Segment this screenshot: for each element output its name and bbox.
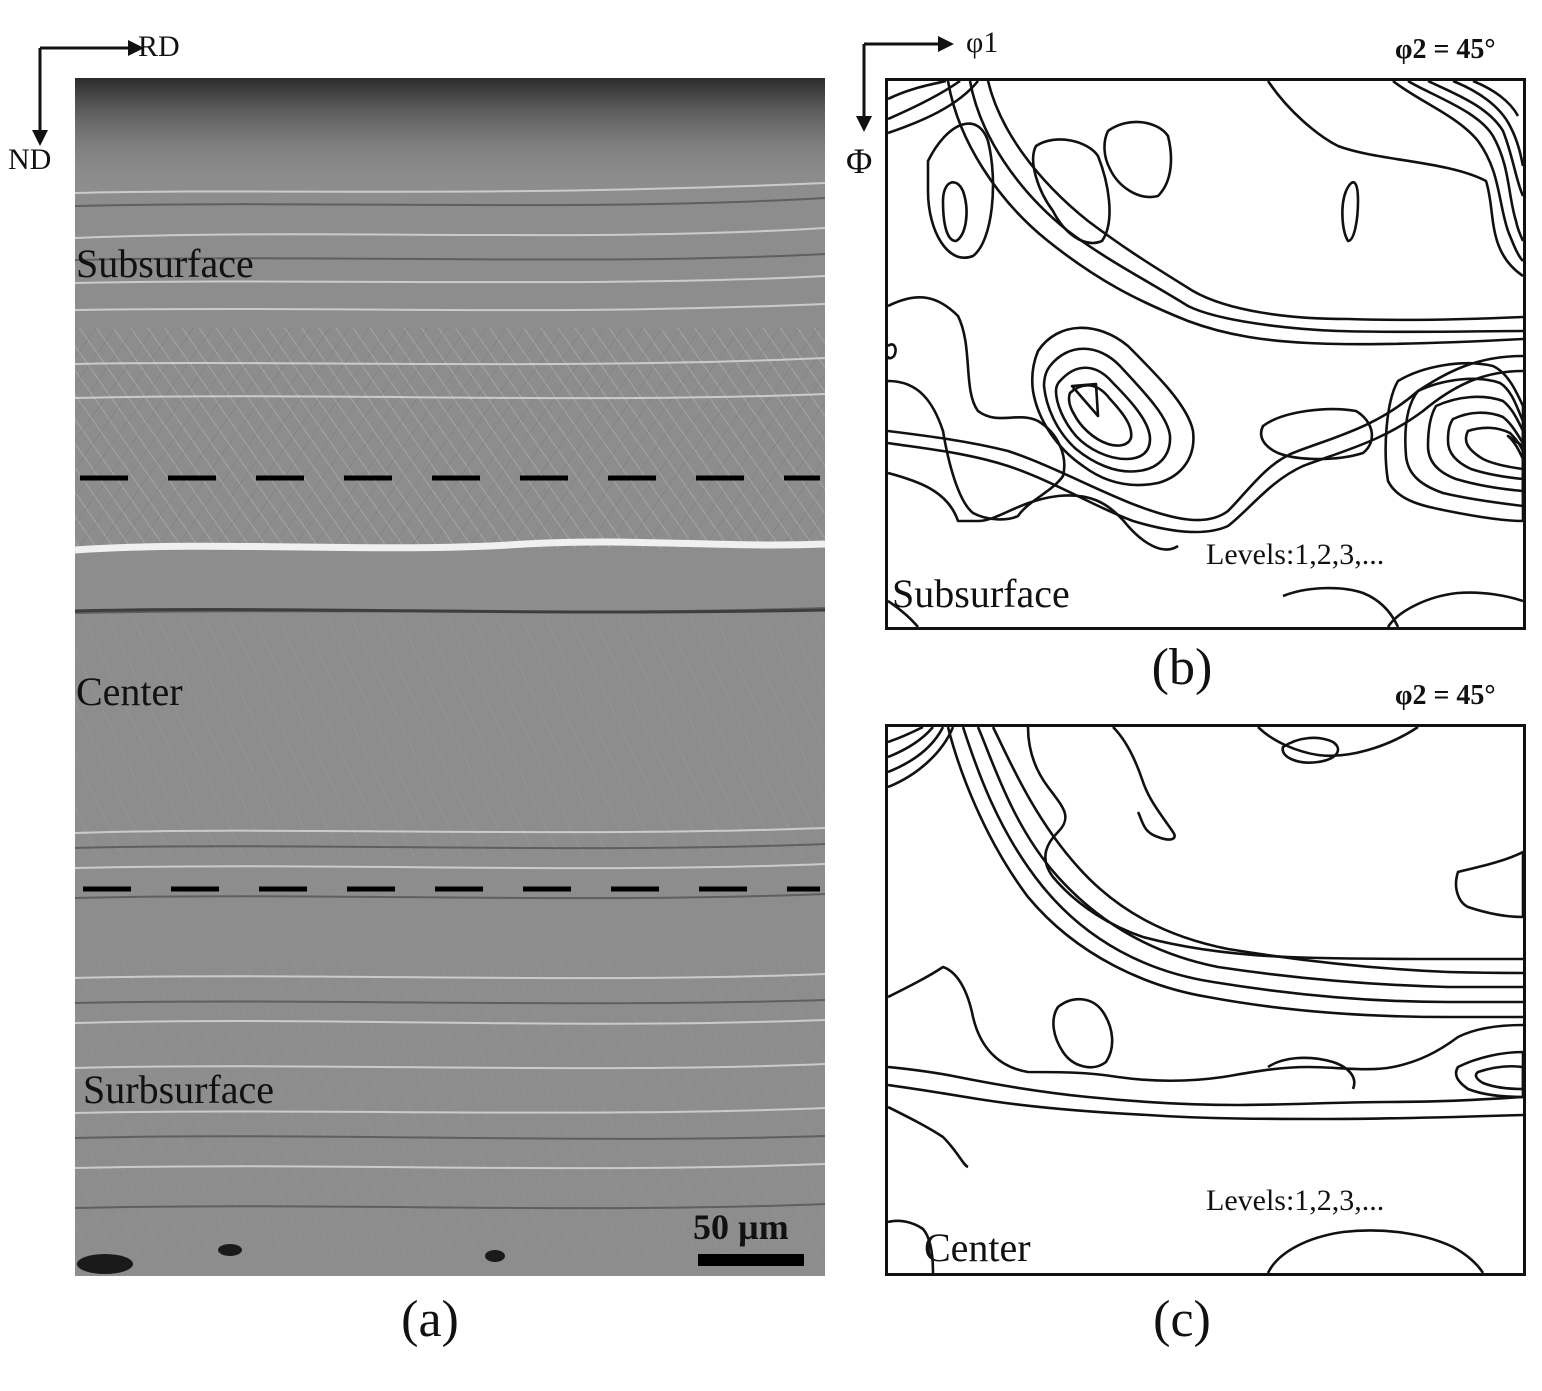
odf-label-subsurface: Subsurface: [892, 571, 1070, 616]
phi-axes-arrows-icon: [856, 36, 954, 132]
rd-nd-axes: [10, 30, 200, 180]
rd-nd-arrows-icon: [32, 40, 144, 146]
Phi-axis-label: Φ: [846, 141, 873, 181]
phi1-Phi-axes: [848, 28, 1048, 168]
caption-a: (a): [401, 1291, 459, 1348]
region-label-subsurface-bottom: Surbsurface: [83, 1067, 275, 1112]
scale-bar: [698, 1254, 804, 1266]
rd-axis-label: RD: [138, 30, 180, 63]
sem-micrograph: [75, 78, 825, 1276]
caption-b: (b): [1151, 639, 1213, 696]
phi2-label-b: φ2 = 45°: [1395, 34, 1496, 65]
nd-axis-label: ND: [8, 143, 52, 176]
phi1-axis-label: φ1: [966, 26, 999, 59]
levels-label-b: Levels:1,2,3,...: [1206, 538, 1385, 571]
scale-bar-label: 50 µm: [693, 1207, 789, 1247]
odf-label-center: Center: [924, 1225, 1031, 1270]
caption-c: (c): [1153, 1291, 1211, 1348]
micrograph-image: [75, 78, 825, 1276]
odf-section-center: [885, 724, 1526, 1276]
region-label-subsurface-top: Subsurface: [76, 241, 254, 286]
odf-contours-c: [888, 727, 1523, 1273]
phi2-label-c: φ2 = 45°: [1395, 680, 1496, 711]
levels-label-c: Levels:1,2,3,...: [1206, 1184, 1385, 1217]
region-label-center: Center: [76, 669, 183, 714]
odf-contours-b: [888, 81, 1523, 627]
odf-section-subsurface: [885, 78, 1526, 630]
